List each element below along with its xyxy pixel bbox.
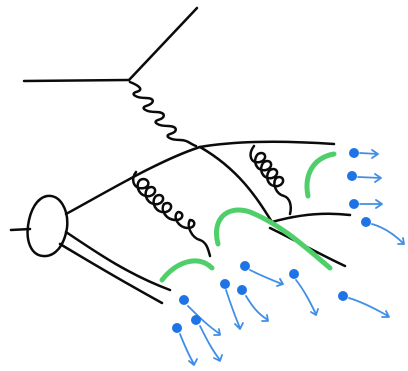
top-left-line: [22, 78, 131, 83]
top-vertex: [22, 6, 199, 148]
particle-arrow: [187, 305, 221, 336]
particle-arrow: [249, 269, 284, 287]
particle-dot: [289, 269, 299, 279]
particle-arrow: [357, 173, 382, 183]
particle-dot: [220, 279, 230, 289]
particle-dot: [240, 261, 250, 271]
top-right-line: [127, 6, 199, 82]
particle-dot: [172, 323, 182, 333]
particle-arrow: [371, 223, 405, 245]
final-state-particles: [172, 148, 405, 366]
gluon-coils: [132, 144, 292, 258]
top-boson-wave: [128, 80, 198, 148]
gluon-coil-left: [132, 170, 212, 258]
particle-arrow: [348, 297, 390, 318]
branch-right-upper: [270, 212, 352, 224]
particle-arrow: [179, 333, 198, 366]
particle-arrow: [359, 199, 383, 209]
particle-dot: [347, 171, 357, 181]
green-string-low: [159, 258, 215, 283]
particle-dot: [338, 291, 348, 301]
particle-dot: [179, 295, 189, 305]
branch-right-top: [198, 145, 274, 224]
particle-arrow: [295, 279, 319, 316]
particle-dot: [349, 148, 359, 158]
particle-arrow: [359, 149, 379, 159]
gluon-coil-right: [249, 144, 292, 216]
particle-dot: [191, 315, 201, 325]
main-line-mid: [64, 230, 172, 292]
particle-arrow: [199, 325, 223, 362]
main-line-upper: [64, 140, 336, 216]
green-string-top: [304, 151, 337, 199]
particle-arrow: [225, 289, 244, 330]
particle-dot: [349, 199, 359, 209]
incoming-hadron: [9, 194, 69, 258]
particle-dot: [361, 217, 371, 227]
main-line-lower: [58, 242, 164, 305]
color-strings: [159, 151, 337, 283]
particle-arrow: [245, 295, 269, 322]
particle-dot: [237, 285, 247, 295]
hadron-ellipse: [26, 194, 69, 258]
green-string-mid: [214, 207, 333, 271]
jet-lines: [58, 140, 352, 305]
